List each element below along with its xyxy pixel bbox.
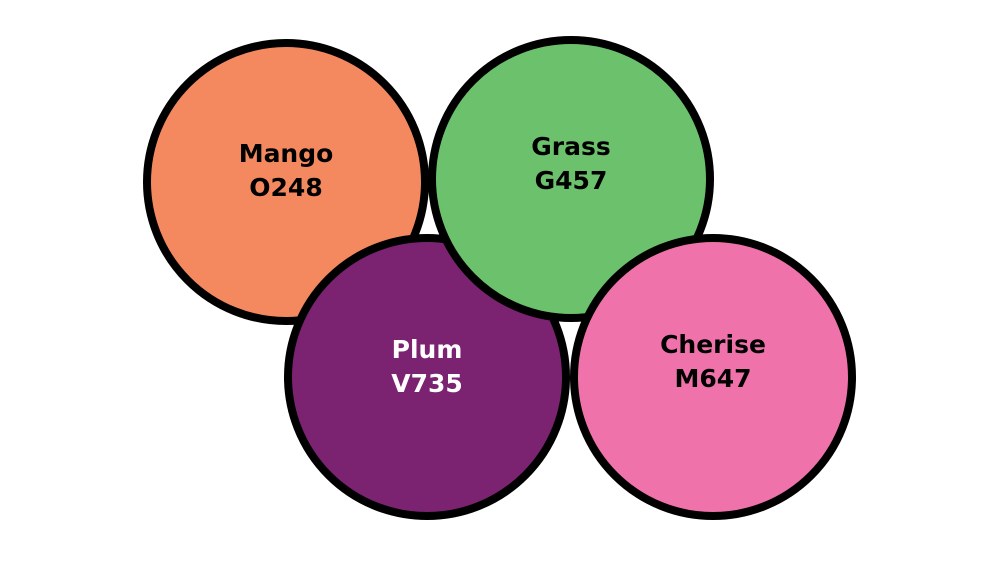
swatch-code: O248 [249, 173, 323, 202]
swatch-mango: Mango O248 [143, 39, 429, 325]
swatch-name: Cherise [660, 330, 766, 359]
swatch-name: Grass [531, 132, 611, 161]
swatch-code: M647 [674, 364, 752, 393]
swatch-cherise: Cherise M647 [570, 234, 856, 520]
swatch-code: V735 [391, 369, 463, 398]
swatch-name: Mango [238, 139, 334, 168]
swatch-name: Plum [391, 335, 463, 364]
swatch-code: G457 [534, 166, 608, 195]
